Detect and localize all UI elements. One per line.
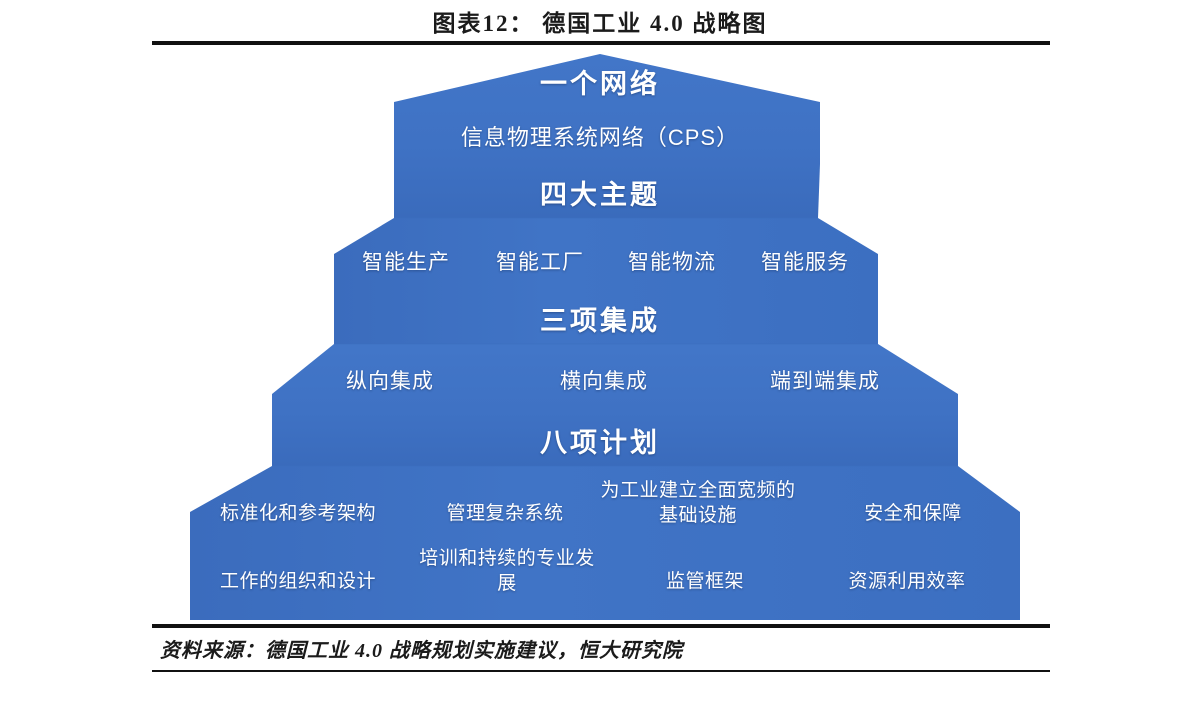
pyramid-level-3-item-2: 横向集成 <box>560 370 648 393</box>
pyramid-shape-layer <box>190 54 1020 620</box>
pyramid-level-1-heading: 一个网络 <box>540 69 660 99</box>
pyramid-level-4-item-8: 资源利用效率 <box>848 571 966 592</box>
divider-top <box>152 41 1050 45</box>
pyramid-diagram: 一个网络 信息物理系统网络（CPS） 四大主题 智能生产 智能工厂 智能物流 智… <box>0 46 1200 624</box>
page-title: 图表12： 德国工业 4.0 战略图 <box>432 11 768 36</box>
pyramid-level-4-heading: 八项计划 <box>540 428 660 458</box>
pyramid-level-4-shape <box>190 466 1020 620</box>
source-text: 资料来源：德国工业 4.0 战略规划实施建议，恒大研究院 <box>160 640 683 662</box>
pyramid-level-3-heading: 三项集成 <box>540 306 660 336</box>
pyramid-level-4-item-1: 标准化和参考架构 <box>219 503 376 524</box>
pyramid-level-4-item-2: 管理复杂系统 <box>446 503 564 524</box>
figure-source-row: 资料来源：德国工业 4.0 战略规划实施建议，恒大研究院 <box>160 634 1060 663</box>
pyramid-level-4-item-4: 安全和保障 <box>864 503 962 524</box>
pyramid-level-3-shape <box>272 344 958 466</box>
figure-title-row: 图表12： 德国工业 4.0 战略图 <box>0 4 1200 38</box>
pyramid-level-1-item-1: 信息物理系统网络（CPS） <box>460 125 740 150</box>
pyramid-level-3-item-3: 端到端集成 <box>770 370 880 393</box>
divider-bottom <box>152 624 1050 628</box>
pyramid-level-1-shape <box>394 54 820 218</box>
pyramid-level-2-item-1: 智能生产 <box>362 251 450 274</box>
pyramid-level-4-item-3: 为工业建立全面宽频的基础设施 <box>600 480 796 527</box>
pyramid-level-2-item-3: 智能物流 <box>628 251 716 274</box>
pyramid-level-4-item-6: 培训和持续的专业发展 <box>419 548 595 595</box>
pyramid-level-4-item-5: 工作的组织和设计 <box>219 571 376 592</box>
pyramid-level-2-shape <box>334 218 878 344</box>
pyramid-level-4-item-7: 监管框架 <box>665 571 744 592</box>
pyramid-level-2-item-2: 智能工厂 <box>496 251 584 274</box>
pyramid-level-2-heading: 四大主题 <box>540 180 660 210</box>
pyramid-level-2-item-4: 智能服务 <box>761 251 849 274</box>
pyramid-level-3-item-1: 纵向集成 <box>346 370 434 393</box>
divider-footer <box>152 670 1050 672</box>
